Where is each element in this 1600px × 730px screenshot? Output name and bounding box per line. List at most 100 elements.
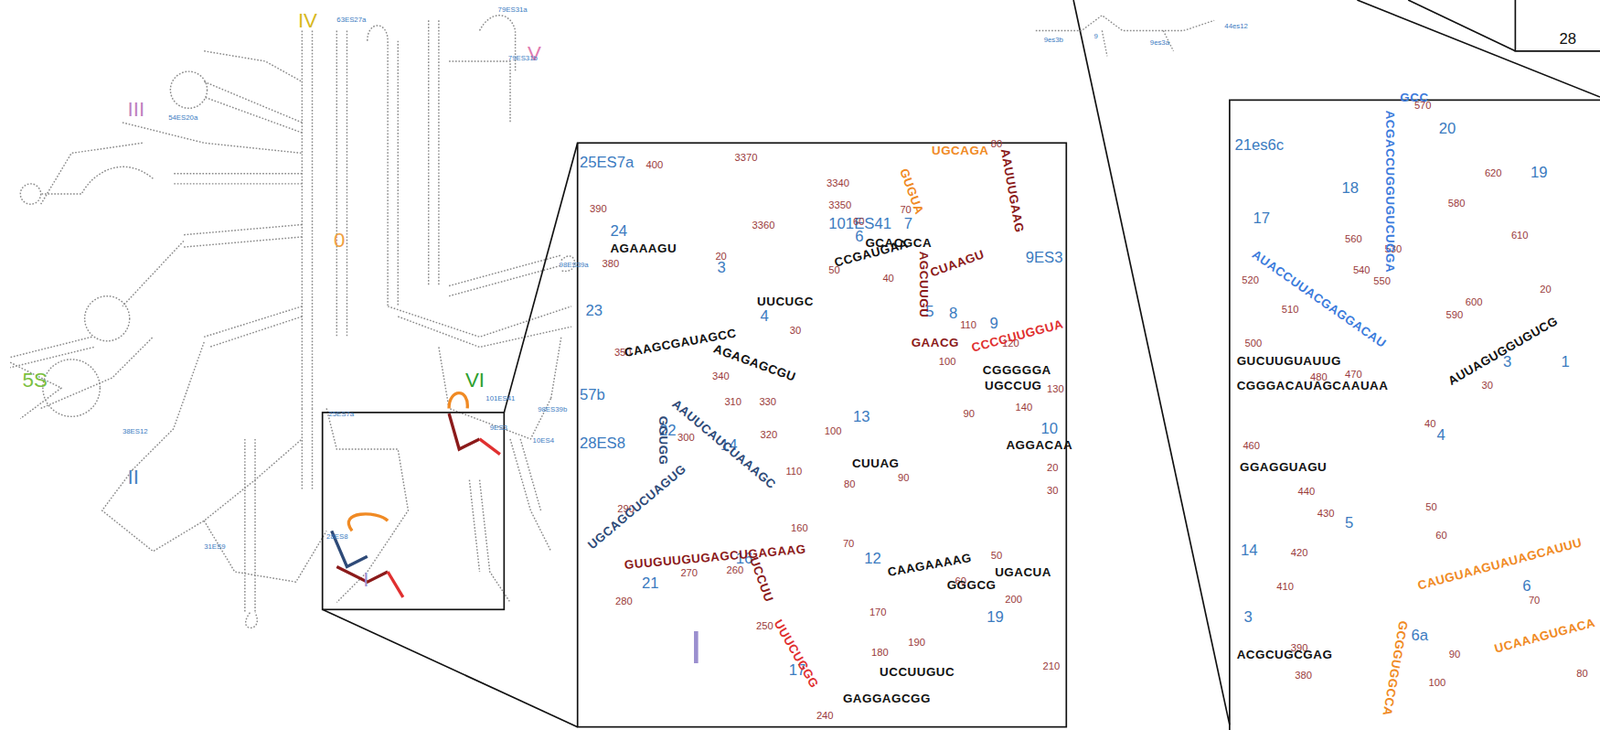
helix-number: 4 (1436, 427, 1445, 444)
nucleotide-position: 280 (615, 596, 633, 607)
nucleotide-sequence: UCCUUGUC (879, 665, 955, 678)
expansion-segment-label: 28ES8 (326, 533, 348, 541)
nucleotide-position: 580 (1448, 198, 1466, 209)
nucleotide-position: 90 (1449, 649, 1461, 660)
helix-number: 9 (990, 316, 999, 332)
nucleotide-sequence: AGGACAA (1005, 438, 1073, 451)
nucleotide-position: 130 (1046, 384, 1065, 395)
nucleotide-sequence: CUUAG (852, 457, 900, 470)
domain-label: I (690, 625, 704, 671)
nucleotide-sequence: GGAGGUAGU (1239, 460, 1327, 473)
nucleotide-sequence: UGCCUG (984, 379, 1043, 392)
helix-number: 19 (1530, 165, 1548, 182)
nucleotide-position: 140 (1015, 402, 1034, 413)
nucleotide-position: 390 (589, 203, 608, 214)
nucleotide-sequence: GUCUUGUAUUG (1237, 354, 1342, 367)
helix-number: 17 (1253, 211, 1271, 227)
expansion-segment-label: 9ES3 (490, 424, 508, 432)
helix-number: 3 (717, 260, 726, 277)
expansion-segment-label: 79ES31b (508, 54, 538, 63)
nucleotide-position: 100 (824, 426, 843, 437)
nucleotide-position: 460 (1242, 440, 1260, 451)
helix-number: 20 (1439, 121, 1457, 138)
nucleotide-position: 300 (677, 432, 695, 443)
helix-number: 9ES3 (1025, 250, 1064, 267)
nucleotide-sequence: ACGACCUGGUGUCUGGA (1383, 109, 1396, 272)
nucleotide-position: 340 (712, 371, 730, 382)
helix-number: 21 (641, 576, 660, 592)
nucleotide-position: 620 (1484, 168, 1503, 179)
nucleotide-position: 610 (1511, 230, 1529, 241)
nucleotide-position: 60 (1435, 530, 1447, 541)
nucleotide-position: 30 (1046, 485, 1058, 496)
expansion-segment-label: 38ES12 (122, 427, 149, 436)
nucleotide-position: 40 (1424, 418, 1436, 429)
domain-label: III (128, 99, 146, 120)
nucleotide-sequence: GGGCG (947, 578, 997, 591)
helix-number: 1 (1561, 354, 1570, 371)
helix-number: 7 (904, 216, 913, 233)
nucleotide-sequence: UCCUU (746, 554, 775, 603)
nucleotide-position: 100 (1429, 677, 1447, 688)
nucleotide-position: 200 (1004, 594, 1023, 605)
nucleotide-position: 160 (790, 522, 809, 534)
expansion-segment-label: 63ES27a (336, 16, 366, 24)
nucleotide-position: 310 (724, 396, 742, 407)
helix-number: 28ES8 (579, 436, 626, 452)
domain-label: 5S (22, 370, 48, 391)
nucleotide-sequence: CGGGACAUAGCAAUAA (1237, 379, 1389, 392)
expansion-segment-label: 9es3b (1044, 36, 1064, 44)
nucleotide-position: 3360 (752, 220, 776, 231)
nucleotide-position: 3350 (828, 200, 852, 211)
domain-label: II (128, 467, 139, 488)
nucleotide-sequence: CAUGUAAGUAUAGCAUUU (1417, 535, 1584, 592)
helix-number: 5 (1344, 515, 1354, 532)
helix-number: 18 (1342, 181, 1360, 197)
nucleotide-sequence: GAACG (911, 336, 960, 349)
nucleotide-sequence: UUCUGC (757, 295, 814, 308)
nucleotide-position: 550 (1373, 276, 1391, 287)
domain-label: 0 (333, 230, 345, 251)
nucleotide-position: 420 (1290, 547, 1309, 558)
helix-number: 6 (1522, 578, 1531, 595)
expansion-segment-label: 101ES41 (485, 394, 515, 403)
helix-number: 3 (1244, 609, 1253, 626)
nucleotide-sequence: AGCUUGU (917, 250, 929, 318)
nucleotide-position: 510 (1281, 304, 1300, 315)
nucleotide-position: 440 (1298, 486, 1316, 497)
nucleotide-position: 250 (756, 620, 774, 631)
nucleotide-sequence: GCC (1399, 91, 1429, 104)
nucleotide-sequence: UUUCUGGG (772, 617, 822, 690)
nucleotide-position: 50 (991, 550, 1003, 561)
nucleotide-position: 70 (1528, 595, 1540, 606)
helix-number: 14 (1240, 543, 1259, 559)
nucleotide-sequence: CAAGAAAAG (886, 551, 973, 578)
nucleotide-position: 270 (680, 567, 698, 578)
nucleotide-position: 260 (726, 565, 745, 576)
nucleotide-position: 240 (816, 710, 834, 721)
helix-number: 28 (1558, 32, 1577, 48)
nucleotide-position: 330 (758, 396, 777, 407)
nucleotide-position: 90 (963, 408, 975, 419)
helix-number: 57b (579, 387, 606, 404)
helix-number: 4 (760, 309, 769, 325)
nucleotide-sequence: UGCAGCUCUAGUG (586, 462, 689, 552)
nucleotide-sequence: AUACCUUACGAGGACAU (1249, 247, 1388, 350)
helix-number: 13 (853, 409, 871, 426)
nucleotide-position: 380 (602, 258, 620, 269)
nucleotide-position: 20 (1539, 284, 1551, 295)
expansion-segment-label: 54ES20a (168, 114, 198, 122)
domain-label: IV (298, 10, 318, 32)
nucleotide-sequence: GGUGG (657, 416, 670, 466)
helix-number: 23 (586, 303, 604, 320)
nucleotide-position: 190 (907, 637, 926, 648)
nucleotide-position: 40 (882, 273, 894, 284)
nucleotide-position: 20 (1046, 462, 1058, 473)
nucleotide-position: 80 (991, 138, 1003, 150)
nucleotide-sequence: UGCAGA (931, 144, 990, 157)
nucleotide-position: 560 (1344, 234, 1363, 245)
nucleotide-sequence: AGAAAGU (609, 242, 677, 255)
nucleotide-position: 540 (1353, 265, 1371, 276)
